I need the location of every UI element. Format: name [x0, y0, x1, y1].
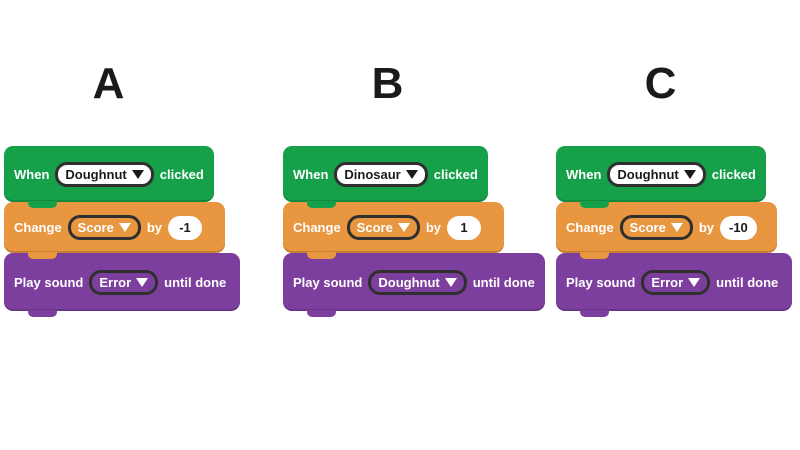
block-text: When — [293, 166, 329, 182]
block-text: Play sound — [14, 274, 84, 290]
variable-dropdown[interactable]: Score — [619, 215, 693, 240]
value-input[interactable]: -1 — [167, 215, 202, 240]
option-column-b: B When Dinosaur clicked Change Score by … — [283, 59, 545, 317]
dropdown-value: Doughnut — [65, 166, 127, 182]
sound-dropdown[interactable]: Doughnut — [368, 269, 467, 295]
dropdown-value: Dinosaur — [344, 166, 401, 182]
dropdown-value: Score — [356, 220, 393, 235]
when-clicked-block[interactable]: When Doughnut clicked — [556, 146, 766, 208]
option-column-a: A When Doughnut clicked Change Score by … — [4, 59, 244, 317]
block-text: clicked — [159, 166, 204, 182]
play-sound-block[interactable]: Play sound Error until done — [4, 253, 240, 317]
dropdown-value: Doughnut — [617, 166, 679, 182]
block-text: Play sound — [566, 274, 636, 290]
block-stack-c: When Doughnut clicked Change Score by -1… — [556, 146, 796, 317]
variable-dropdown[interactable]: Score — [67, 215, 141, 240]
option-label-a: A — [92, 59, 126, 108]
dropdown-arrow-icon — [131, 169, 144, 179]
block-text: Change — [293, 220, 341, 235]
change-variable-block[interactable]: Change Score by -10 — [556, 202, 777, 259]
sound-dropdown[interactable]: Error — [89, 269, 159, 295]
sprite-dropdown[interactable]: Doughnut — [55, 161, 154, 187]
dropdown-arrow-icon — [405, 169, 418, 179]
dropdown-value: Error — [99, 274, 132, 290]
sprite-dropdown[interactable]: Dinosaur — [334, 161, 428, 187]
block-stack-b: When Dinosaur clicked Change Score by 1 … — [283, 146, 545, 317]
block-text: until done — [472, 274, 535, 290]
block-text: by — [698, 220, 714, 235]
dropdown-arrow-icon — [136, 277, 149, 287]
when-clicked-block[interactable]: When Dinosaur clicked — [283, 146, 488, 208]
sprite-dropdown[interactable]: Doughnut — [607, 161, 706, 187]
dropdown-arrow-icon — [444, 277, 457, 287]
block-stack-a: When Doughnut clicked Change Score by -1… — [4, 146, 244, 317]
block-text: Change — [14, 220, 62, 235]
block-text: Change — [566, 220, 614, 235]
block-text: until done — [716, 274, 779, 290]
dropdown-arrow-icon — [688, 277, 701, 287]
block-text: until done — [164, 274, 227, 290]
block-text: clicked — [711, 166, 756, 182]
dropdown-arrow-icon — [118, 223, 131, 232]
play-sound-block[interactable]: Play sound Doughnut until done — [283, 253, 545, 317]
value-input[interactable]: 1 — [446, 215, 481, 240]
change-variable-block[interactable]: Change Score by 1 — [283, 202, 504, 259]
option-column-c: C When Doughnut clicked Change Score by … — [556, 59, 796, 317]
block-text: When — [14, 166, 50, 182]
option-label-c: C — [644, 59, 678, 108]
dropdown-arrow-icon — [397, 223, 410, 232]
change-variable-block[interactable]: Change Score by -1 — [4, 202, 225, 259]
sound-dropdown[interactable]: Error — [641, 269, 711, 295]
play-sound-block[interactable]: Play sound Error until done — [556, 253, 792, 317]
when-clicked-block[interactable]: When Doughnut clicked — [4, 146, 214, 208]
option-label-b: B — [371, 59, 405, 108]
dropdown-value: Score — [629, 220, 666, 235]
dropdown-arrow-icon — [683, 169, 696, 179]
dropdown-value: Doughnut — [378, 274, 440, 290]
dropdown-value: Score — [77, 220, 114, 235]
dropdown-value: Error — [651, 274, 684, 290]
block-text: by — [425, 220, 441, 235]
dropdown-arrow-icon — [670, 223, 683, 232]
value-input[interactable]: -10 — [719, 215, 757, 240]
block-text: Play sound — [293, 274, 363, 290]
block-text: When — [566, 166, 602, 182]
block-text: clicked — [433, 166, 478, 182]
variable-dropdown[interactable]: Score — [346, 215, 420, 240]
block-text: by — [146, 220, 162, 235]
